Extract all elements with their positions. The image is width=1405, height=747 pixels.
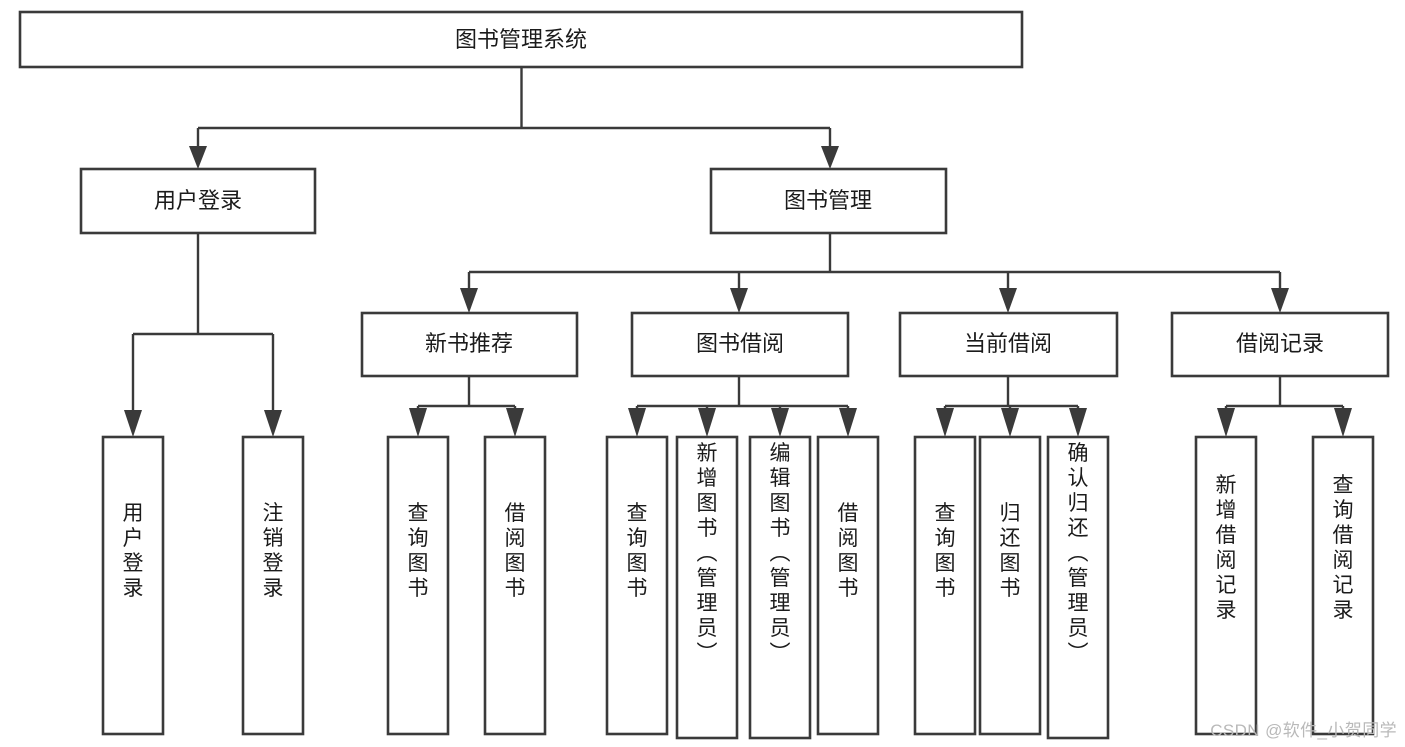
node-leaf-user-logout-box[interactable]: [241, 435, 305, 736]
node-book-borrow[interactable]: 图书借阅: [630, 311, 850, 378]
node-leaf-query-book-1-label: 查询图书: [408, 502, 429, 600]
node-book-borrow-label: 图书借阅: [696, 331, 784, 356]
node-leaf-query-book-2-box[interactable]: [605, 435, 669, 736]
node-current-borrow[interactable]: 当前借阅: [898, 311, 1119, 378]
arrow-to-leaf-add-book: [698, 408, 716, 437]
arrow-to-leaf-add-record: [1217, 408, 1235, 437]
arrow-to-leaf-borrow-book-1: [506, 408, 524, 437]
arrow-to-leaf-query-book-1: [409, 408, 427, 437]
node-leaf-user-logout[interactable]: 注销登录: [241, 435, 305, 736]
node-leaf-confirm-return-box[interactable]: [1046, 435, 1110, 740]
node-leaf-return-book-label: 归还图书: [1000, 502, 1021, 600]
node-root-label: 图书管理系统: [455, 27, 587, 52]
node-leaf-edit-book-label: 编辑图书︵管理员︶: [770, 442, 791, 665]
node-leaf-return-book-box[interactable]: [978, 435, 1042, 736]
node-leaf-query-book-1-box[interactable]: [386, 435, 450, 736]
node-leaf-user-logout-label: 注销登录: [263, 502, 284, 600]
connector-group-root: [189, 67, 839, 169]
node-leaf-query-record-box[interactable]: [1311, 435, 1375, 736]
node-leaf-confirm-return[interactable]: 确认归还︵管理员︶: [1046, 435, 1110, 740]
node-book-manage-label: 图书管理: [784, 188, 872, 213]
node-leaf-edit-book-box[interactable]: [748, 435, 812, 740]
connector-group-user-login: [124, 233, 282, 437]
node-user-login-box[interactable]: [79, 167, 317, 235]
node-leaf-add-record-label: 新增借阅记录: [1216, 474, 1237, 622]
node-book-borrow-box[interactable]: [630, 311, 850, 378]
arrow-to-leaf-user-logout: [264, 410, 282, 437]
node-leaf-user-login[interactable]: 用户登录: [101, 435, 165, 736]
arrow-to-borrow-record: [1271, 288, 1289, 313]
node-leaf-add-book-box[interactable]: [675, 435, 739, 740]
node-leaf-return-book[interactable]: 归还图书: [978, 435, 1042, 736]
csdn-watermark: CSDN @软件_小贺同学: [1210, 721, 1397, 740]
node-leaf-add-record[interactable]: 新增借阅记录: [1194, 435, 1258, 736]
node-new-book-recommend-label: 新书推荐: [425, 331, 513, 356]
arrow-to-leaf-user-login: [124, 410, 142, 437]
node-leaf-query-book-1[interactable]: 查询图书: [386, 435, 450, 736]
arrow-to-user-login: [189, 146, 207, 169]
node-user-login-label: 用户登录: [154, 188, 242, 213]
node-leaf-query-record-label: 查询借阅记录: [1333, 474, 1354, 622]
node-borrow-record-box[interactable]: [1170, 311, 1390, 378]
node-new-book-recommend-box[interactable]: [360, 311, 579, 378]
node-leaf-edit-book[interactable]: 编辑图书︵管理员︶: [748, 435, 812, 740]
node-leaf-add-book[interactable]: 新增图书︵管理员︶: [675, 435, 739, 740]
node-root[interactable]: 图书管理系统: [18, 10, 1024, 69]
arrow-to-leaf-query-record: [1334, 408, 1352, 437]
node-book-manage[interactable]: 图书管理: [709, 167, 948, 235]
arrow-to-leaf-query-book-3: [936, 408, 954, 437]
node-borrow-record[interactable]: 借阅记录: [1170, 311, 1390, 378]
arrow-to-current-borrow: [999, 288, 1017, 313]
arrow-to-book-borrow: [730, 288, 748, 313]
connector-group-current-borrow: [936, 376, 1087, 437]
node-leaf-borrow-book-1-label: 借阅图书: [505, 502, 526, 600]
arrow-to-book-manage: [821, 146, 839, 169]
node-borrow-record-label: 借阅记录: [1236, 331, 1324, 356]
node-leaf-borrow-book-1-box[interactable]: [483, 435, 547, 736]
node-new-book-recommend[interactable]: 新书推荐: [360, 311, 579, 378]
node-leaf-add-book-label: 新增图书︵管理员︶: [697, 442, 718, 665]
node-leaf-borrow-book-1[interactable]: 借阅图书: [483, 435, 547, 736]
node-current-borrow-box[interactable]: [898, 311, 1119, 378]
node-leaf-query-book-2-label: 查询图书: [627, 502, 648, 600]
connector-group-book-borrow: [628, 376, 857, 437]
arrow-to-leaf-borrow-book-2: [839, 408, 857, 437]
node-leaf-add-record-box[interactable]: [1194, 435, 1258, 736]
node-leaf-user-login-label: 用户登录: [123, 502, 144, 600]
node-current-borrow-label: 当前借阅: [964, 331, 1052, 356]
connector-group-book-manage: [460, 233, 1289, 313]
arrow-to-new-book-recommend: [460, 288, 478, 313]
node-book-manage-box[interactable]: [709, 167, 948, 235]
node-leaf-query-book-2[interactable]: 查询图书: [605, 435, 669, 736]
arrow-to-leaf-return-book: [1001, 408, 1019, 437]
node-leaf-borrow-book-2-label: 借阅图书: [838, 502, 859, 600]
node-user-login[interactable]: 用户登录: [79, 167, 317, 235]
node-leaf-query-book-3-box[interactable]: [913, 435, 977, 736]
arrow-to-leaf-edit-book: [771, 408, 789, 437]
node-leaf-borrow-book-2[interactable]: 借阅图书: [816, 435, 880, 736]
node-leaf-query-book-3-label: 查询图书: [935, 502, 956, 600]
arrow-to-leaf-confirm-return: [1069, 408, 1087, 437]
node-leaf-borrow-book-2-box[interactable]: [816, 435, 880, 736]
node-root-box[interactable]: [18, 10, 1024, 69]
node-leaf-query-book-3[interactable]: 查询图书: [913, 435, 977, 736]
node-leaf-query-record[interactable]: 查询借阅记录: [1311, 435, 1375, 736]
node-leaf-confirm-return-label: 确认归还︵管理员︶: [1068, 442, 1089, 665]
node-leaf-user-login-box[interactable]: [101, 435, 165, 736]
arrow-to-leaf-query-book-2: [628, 408, 646, 437]
connector-group-new-book-recommend: [409, 376, 524, 437]
connector-group-borrow-record: [1217, 376, 1352, 437]
